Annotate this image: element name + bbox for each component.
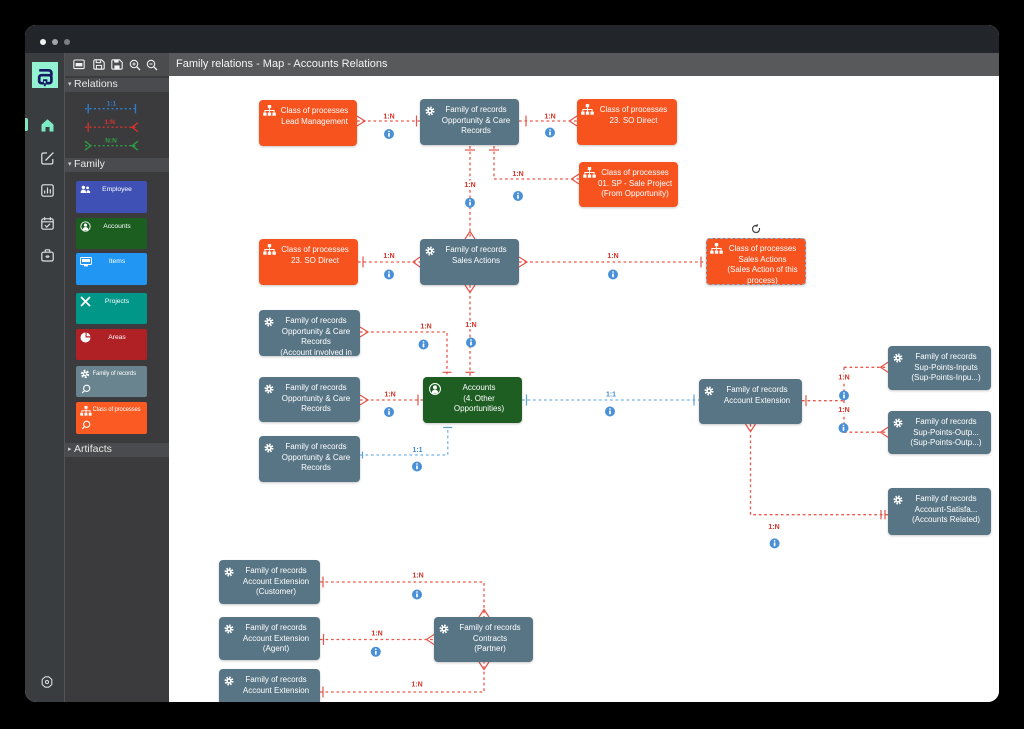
svg-text:1:N: 1:N	[411, 682, 422, 689]
svg-text:N:N: N:N	[105, 137, 117, 144]
svg-text:1:1: 1:1	[412, 447, 422, 454]
svg-text:1:N: 1:N	[465, 322, 476, 329]
svg-text:1:N: 1:N	[412, 573, 423, 580]
svg-text:1:1: 1:1	[107, 100, 117, 107]
svg-text:1:N: 1:N	[383, 253, 394, 260]
svg-text:1:N: 1:N	[104, 118, 115, 125]
svg-text:1:1: 1:1	[606, 392, 616, 399]
svg-text:1:N: 1:N	[464, 182, 475, 189]
svg-text:1:N: 1:N	[768, 524, 779, 531]
svg-text:1:N: 1:N	[838, 407, 849, 414]
svg-text:1:N: 1:N	[371, 631, 382, 638]
svg-text:1:N: 1:N	[544, 113, 555, 120]
svg-text:1:N: 1:N	[384, 392, 395, 399]
svg-text:1:N: 1:N	[607, 253, 618, 260]
svg-text:1:N: 1:N	[512, 171, 523, 178]
svg-text:1:N: 1:N	[383, 113, 394, 120]
svg-text:1:N: 1:N	[838, 375, 849, 382]
svg-text:1:N: 1:N	[420, 324, 431, 331]
